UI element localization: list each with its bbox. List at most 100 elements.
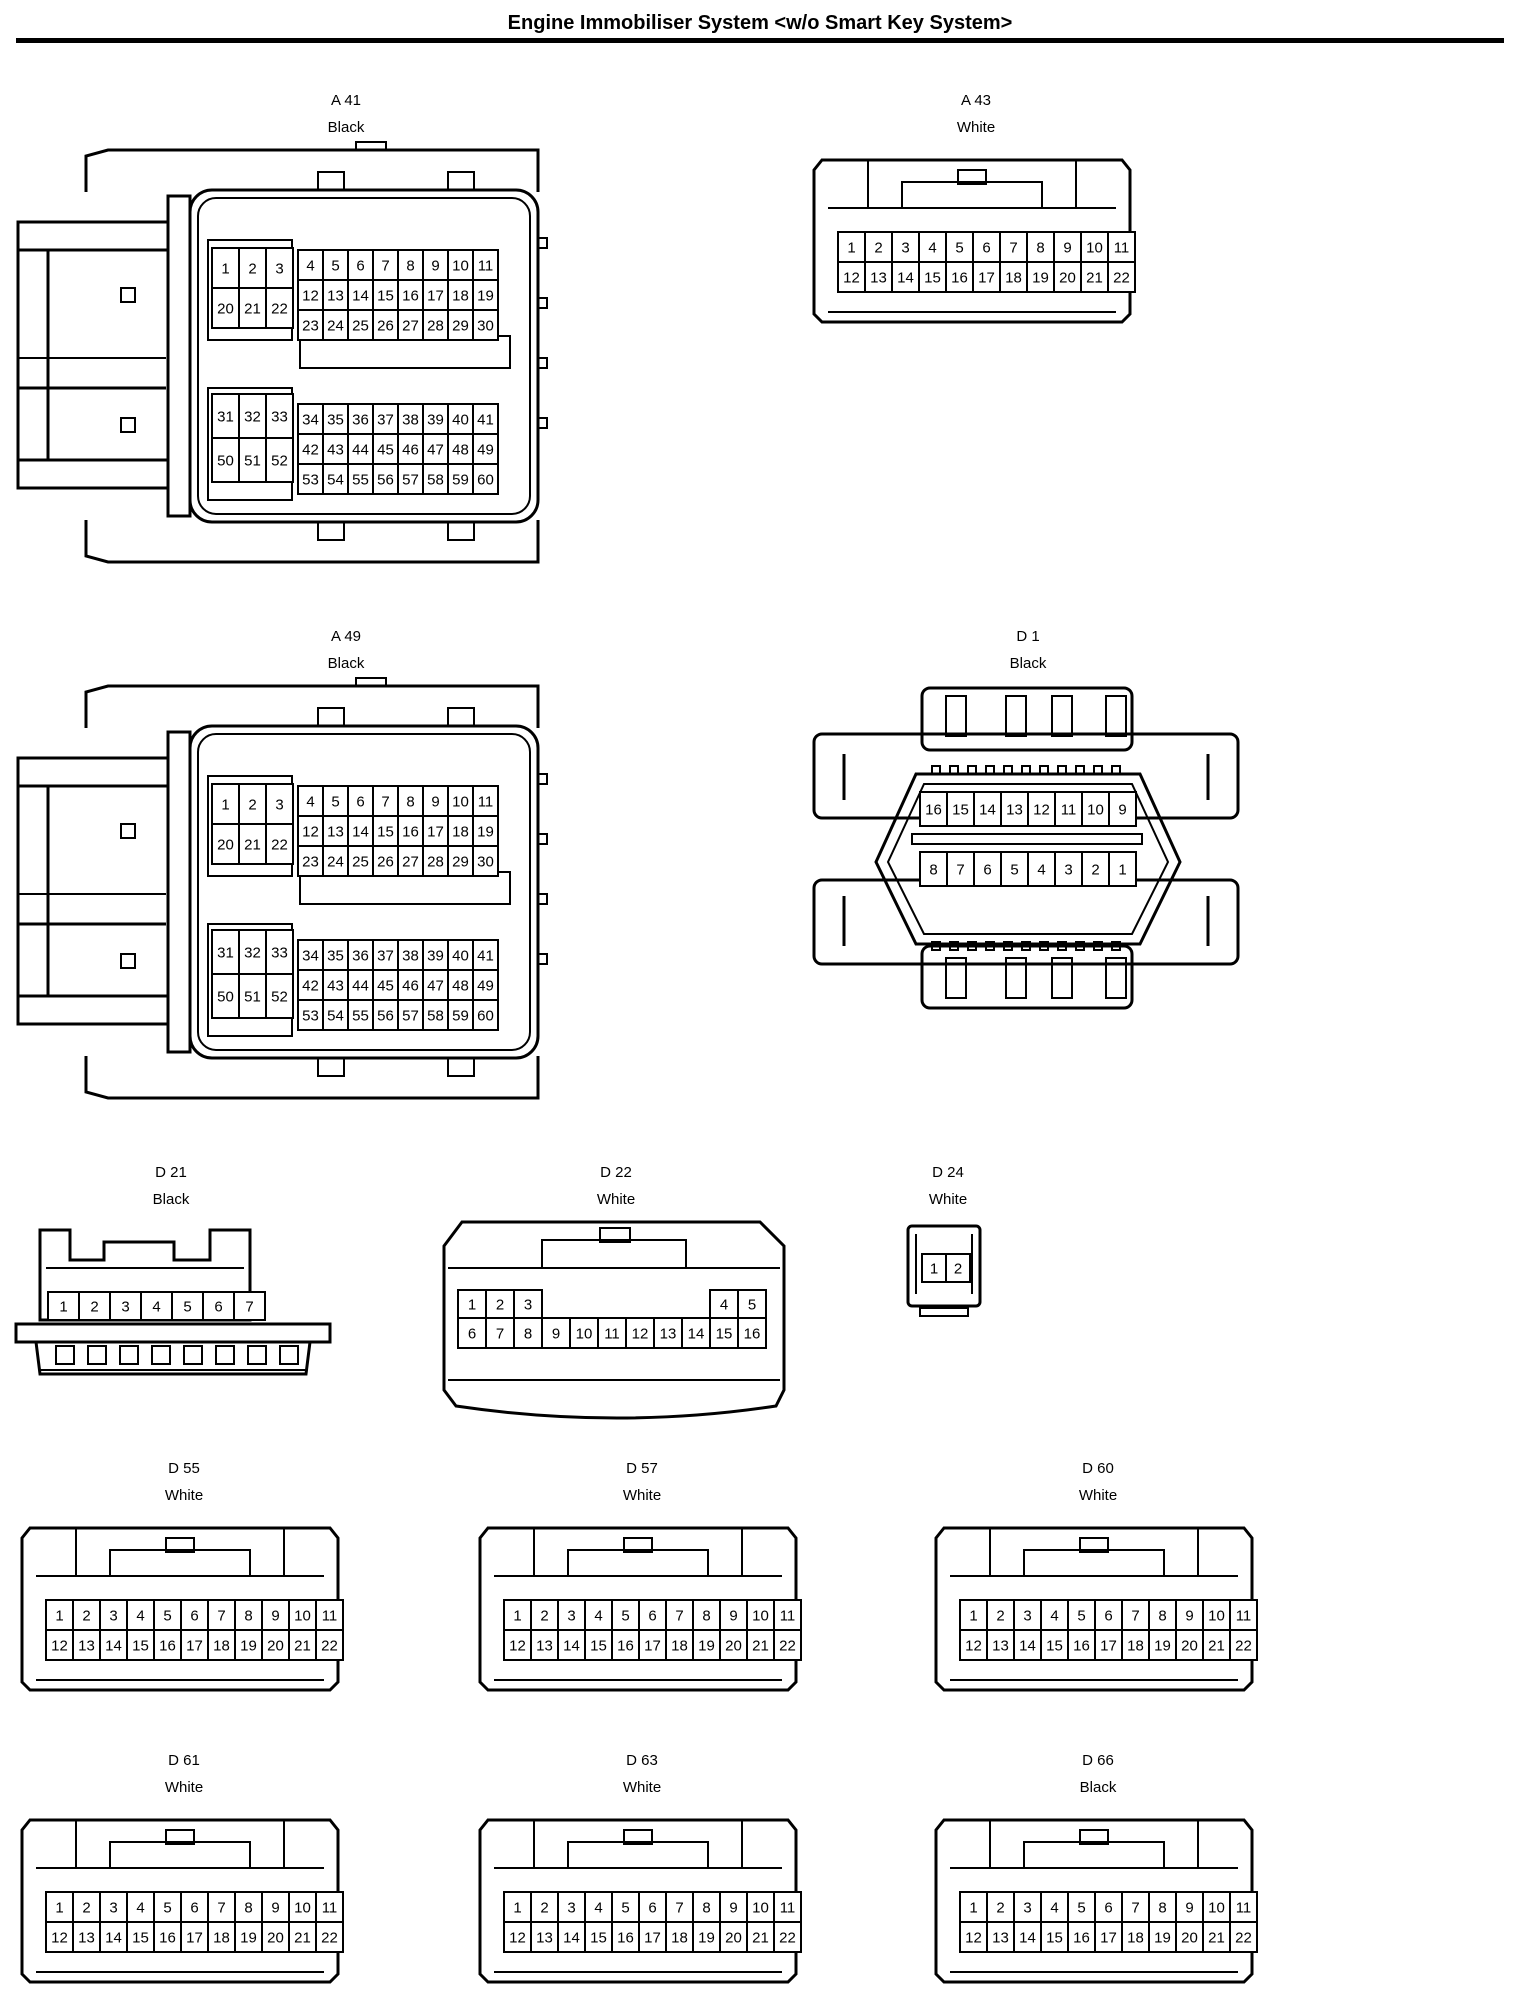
- pin-cell: [1013, 1599, 1042, 1631]
- pin-number: 14: [352, 288, 369, 305]
- pin-number: 7: [496, 1326, 504, 1343]
- pin-number: 56: [377, 472, 394, 489]
- pin-number: 1: [55, 1900, 63, 1917]
- pin-cell: [472, 309, 499, 341]
- connector-color: Black: [327, 119, 365, 136]
- pin-number: 22: [271, 837, 288, 854]
- pin-cell: [472, 463, 499, 495]
- pin-number: 13: [536, 1638, 553, 1655]
- pin-cell: [347, 939, 374, 971]
- outline: [1051, 957, 1073, 999]
- outline: [1003, 765, 1013, 775]
- pin-cell: [422, 815, 449, 847]
- outline: [120, 417, 136, 433]
- outline: [537, 237, 548, 249]
- pin-cell: [397, 815, 424, 847]
- pin-cell: [719, 1629, 748, 1661]
- pin-cell: [472, 969, 499, 1001]
- pin-number: 1: [221, 797, 229, 814]
- connector-color: White: [164, 1779, 204, 1796]
- connector-color: White: [956, 119, 996, 136]
- outline: [166, 194, 192, 518]
- pin-cell: [557, 1921, 586, 1953]
- pin-number: 35: [327, 412, 344, 429]
- pin-cell: [638, 1921, 667, 1953]
- pin-number: 8: [702, 1900, 710, 1917]
- pin-number: 36: [352, 412, 369, 429]
- pin-number: 12: [965, 1930, 982, 1947]
- pin-number: 16: [617, 1930, 634, 1947]
- connector-id: D 24: [932, 1164, 964, 1181]
- pin-number: 33: [271, 945, 288, 962]
- pin-cell: [347, 433, 374, 465]
- pin-number: 19: [1032, 270, 1049, 287]
- pin-cell: [472, 403, 499, 435]
- outline: [447, 1057, 475, 1077]
- pin-cell: [945, 1253, 971, 1283]
- pin-cell: [315, 1629, 344, 1661]
- pin-number: 55: [352, 1008, 369, 1025]
- pin-number: 20: [1181, 1638, 1198, 1655]
- pin-number: 2: [540, 1900, 548, 1917]
- pin-number: 20: [267, 1930, 284, 1947]
- pin-number: 31: [217, 409, 234, 426]
- pin-number: 11: [780, 1900, 796, 1917]
- outline: [120, 953, 136, 969]
- pin-number: 8: [406, 258, 414, 275]
- outline: [931, 941, 941, 951]
- outline: [967, 941, 977, 951]
- pin-number: 37: [377, 412, 394, 429]
- outline: [16, 994, 170, 1026]
- pin-number: 10: [752, 1900, 769, 1917]
- pin-number: 17: [427, 288, 444, 305]
- pin-number: 19: [240, 1638, 257, 1655]
- pin-number: 6: [1104, 1900, 1112, 1917]
- pin-number: 7: [217, 1900, 225, 1917]
- pin-number: 36: [352, 948, 369, 965]
- outline: [567, 1841, 709, 1868]
- connector-color: White: [622, 1487, 662, 1504]
- outline: [197, 733, 531, 1051]
- pin-number: 7: [1131, 1608, 1139, 1625]
- pin-number: 16: [159, 1638, 176, 1655]
- outline: [1111, 941, 1121, 951]
- pin-cell: [126, 1921, 155, 1953]
- pin-number: 19: [698, 1638, 715, 1655]
- pin-number: 4: [1050, 1608, 1058, 1625]
- pin-number: 53: [302, 1008, 319, 1025]
- pin-number: 11: [604, 1326, 620, 1343]
- pin-cell: [973, 851, 1002, 887]
- pin-number: 48: [452, 978, 469, 995]
- outline: [1075, 765, 1085, 775]
- pin-number: 16: [951, 270, 968, 287]
- pin-number: 9: [1063, 240, 1071, 257]
- pin-number: 3: [121, 1299, 129, 1316]
- pin-number: 11: [1236, 1900, 1252, 1917]
- pin-number: 14: [352, 824, 369, 841]
- pin-cell: [918, 261, 947, 293]
- pin-number: 10: [752, 1608, 769, 1625]
- pin-cell: [959, 1921, 988, 1953]
- pin-number: 20: [217, 301, 234, 318]
- outline: [183, 1345, 203, 1365]
- pin-number: 16: [744, 1326, 761, 1343]
- pin-number: 9: [552, 1326, 560, 1343]
- pin-number: 4: [1050, 1900, 1058, 1917]
- pin-cell: [972, 231, 1001, 263]
- pin-number: 13: [78, 1930, 95, 1947]
- pin-number: 4: [136, 1900, 144, 1917]
- pin-cell: [999, 261, 1028, 293]
- connector-id: A 43: [960, 92, 992, 109]
- pin-cell: [503, 1921, 532, 1953]
- outline: [537, 357, 548, 369]
- outline: [447, 707, 475, 727]
- pin-number: 8: [524, 1326, 532, 1343]
- pin-number: 8: [244, 1900, 252, 1917]
- outline: [119, 1345, 139, 1365]
- pin-cell: [140, 1291, 173, 1321]
- pin-cell: [315, 1921, 344, 1953]
- outline: [120, 823, 136, 839]
- pin-cell: [719, 1921, 748, 1953]
- pin-number: 35: [327, 948, 344, 965]
